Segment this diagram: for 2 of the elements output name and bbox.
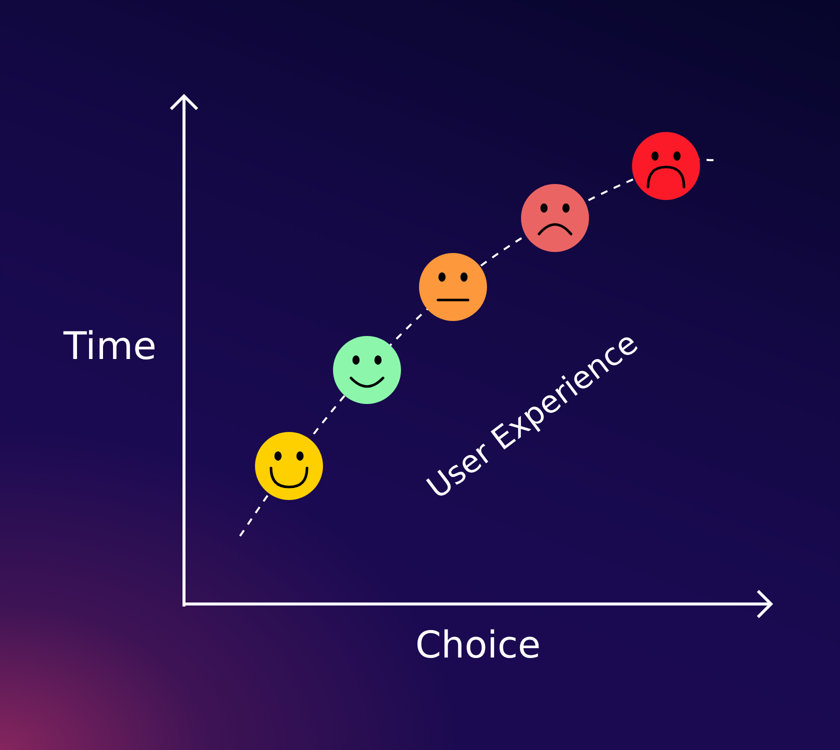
axis-label: Choice [415, 626, 541, 664]
axis-label: Time [64, 327, 156, 365]
